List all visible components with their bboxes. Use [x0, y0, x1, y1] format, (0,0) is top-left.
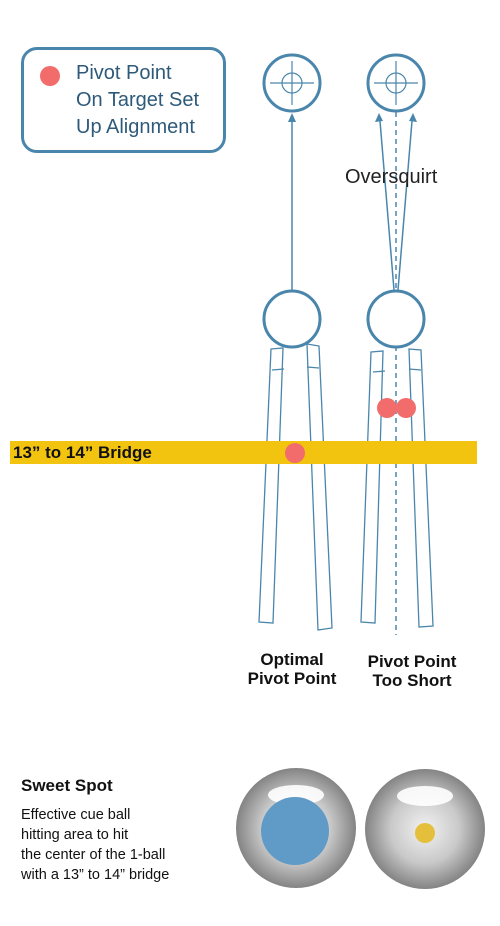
aim-lines-right — [375, 112, 417, 635]
sweet-spot-ball-left — [236, 768, 356, 888]
cue-sticks-right — [360, 348, 434, 628]
legend-text: Pivot Point On Target Set Up Alignment — [76, 60, 226, 141]
sweet-spot-desc-line-2: hitting area to hit — [21, 827, 129, 843]
legend-line-1: Pivot Point — [76, 62, 172, 84]
target-ball-right — [366, 53, 426, 113]
bridge-bar: 13” to 14” Bridge — [10, 441, 477, 464]
legend-line-2: On Target Set — [76, 89, 200, 111]
pivot-point-short-right — [396, 398, 416, 418]
bridge-label: 13” to 14” Bridge — [13, 443, 152, 462]
target-ball-left — [262, 53, 322, 113]
sweet-spot-desc-line-4: with a 13” to 14” bridge — [21, 867, 170, 883]
caption-short-line-2: Too Short — [372, 671, 452, 690]
cue-ball-left — [262, 289, 322, 349]
aim-line-left — [288, 113, 296, 290]
legend-line-3: Up Alignment — [76, 116, 195, 138]
sweet-spot-description: Effective cue ball hitting area to hit t… — [21, 805, 169, 885]
caption-optimal-line-2: Pivot Point — [247, 669, 337, 688]
cue-ball-right — [366, 289, 426, 349]
caption-too-short: Pivot Point Too Short — [352, 652, 472, 690]
sweet-spot-ball-right — [365, 769, 485, 889]
pivot-point-legend-dot — [40, 66, 60, 86]
legend-box: Pivot Point On Target Set Up Alignment — [21, 47, 226, 153]
sweet-spot-desc-line-1: Effective cue ball — [21, 807, 131, 823]
caption-optimal: Optimal Pivot Point — [232, 650, 352, 688]
cue-sticks-left — [258, 343, 333, 631]
sweet-spot-title: Sweet Spot — [21, 776, 113, 795]
caption-short-line-1: Pivot Point — [367, 652, 457, 671]
sweet-spot-desc-line-3: the center of the 1-ball — [21, 847, 166, 863]
oversquirt-label: Oversquirt — [345, 166, 438, 188]
pivot-point-short-left — [377, 398, 397, 418]
caption-optimal-line-1: Optimal — [260, 650, 324, 669]
